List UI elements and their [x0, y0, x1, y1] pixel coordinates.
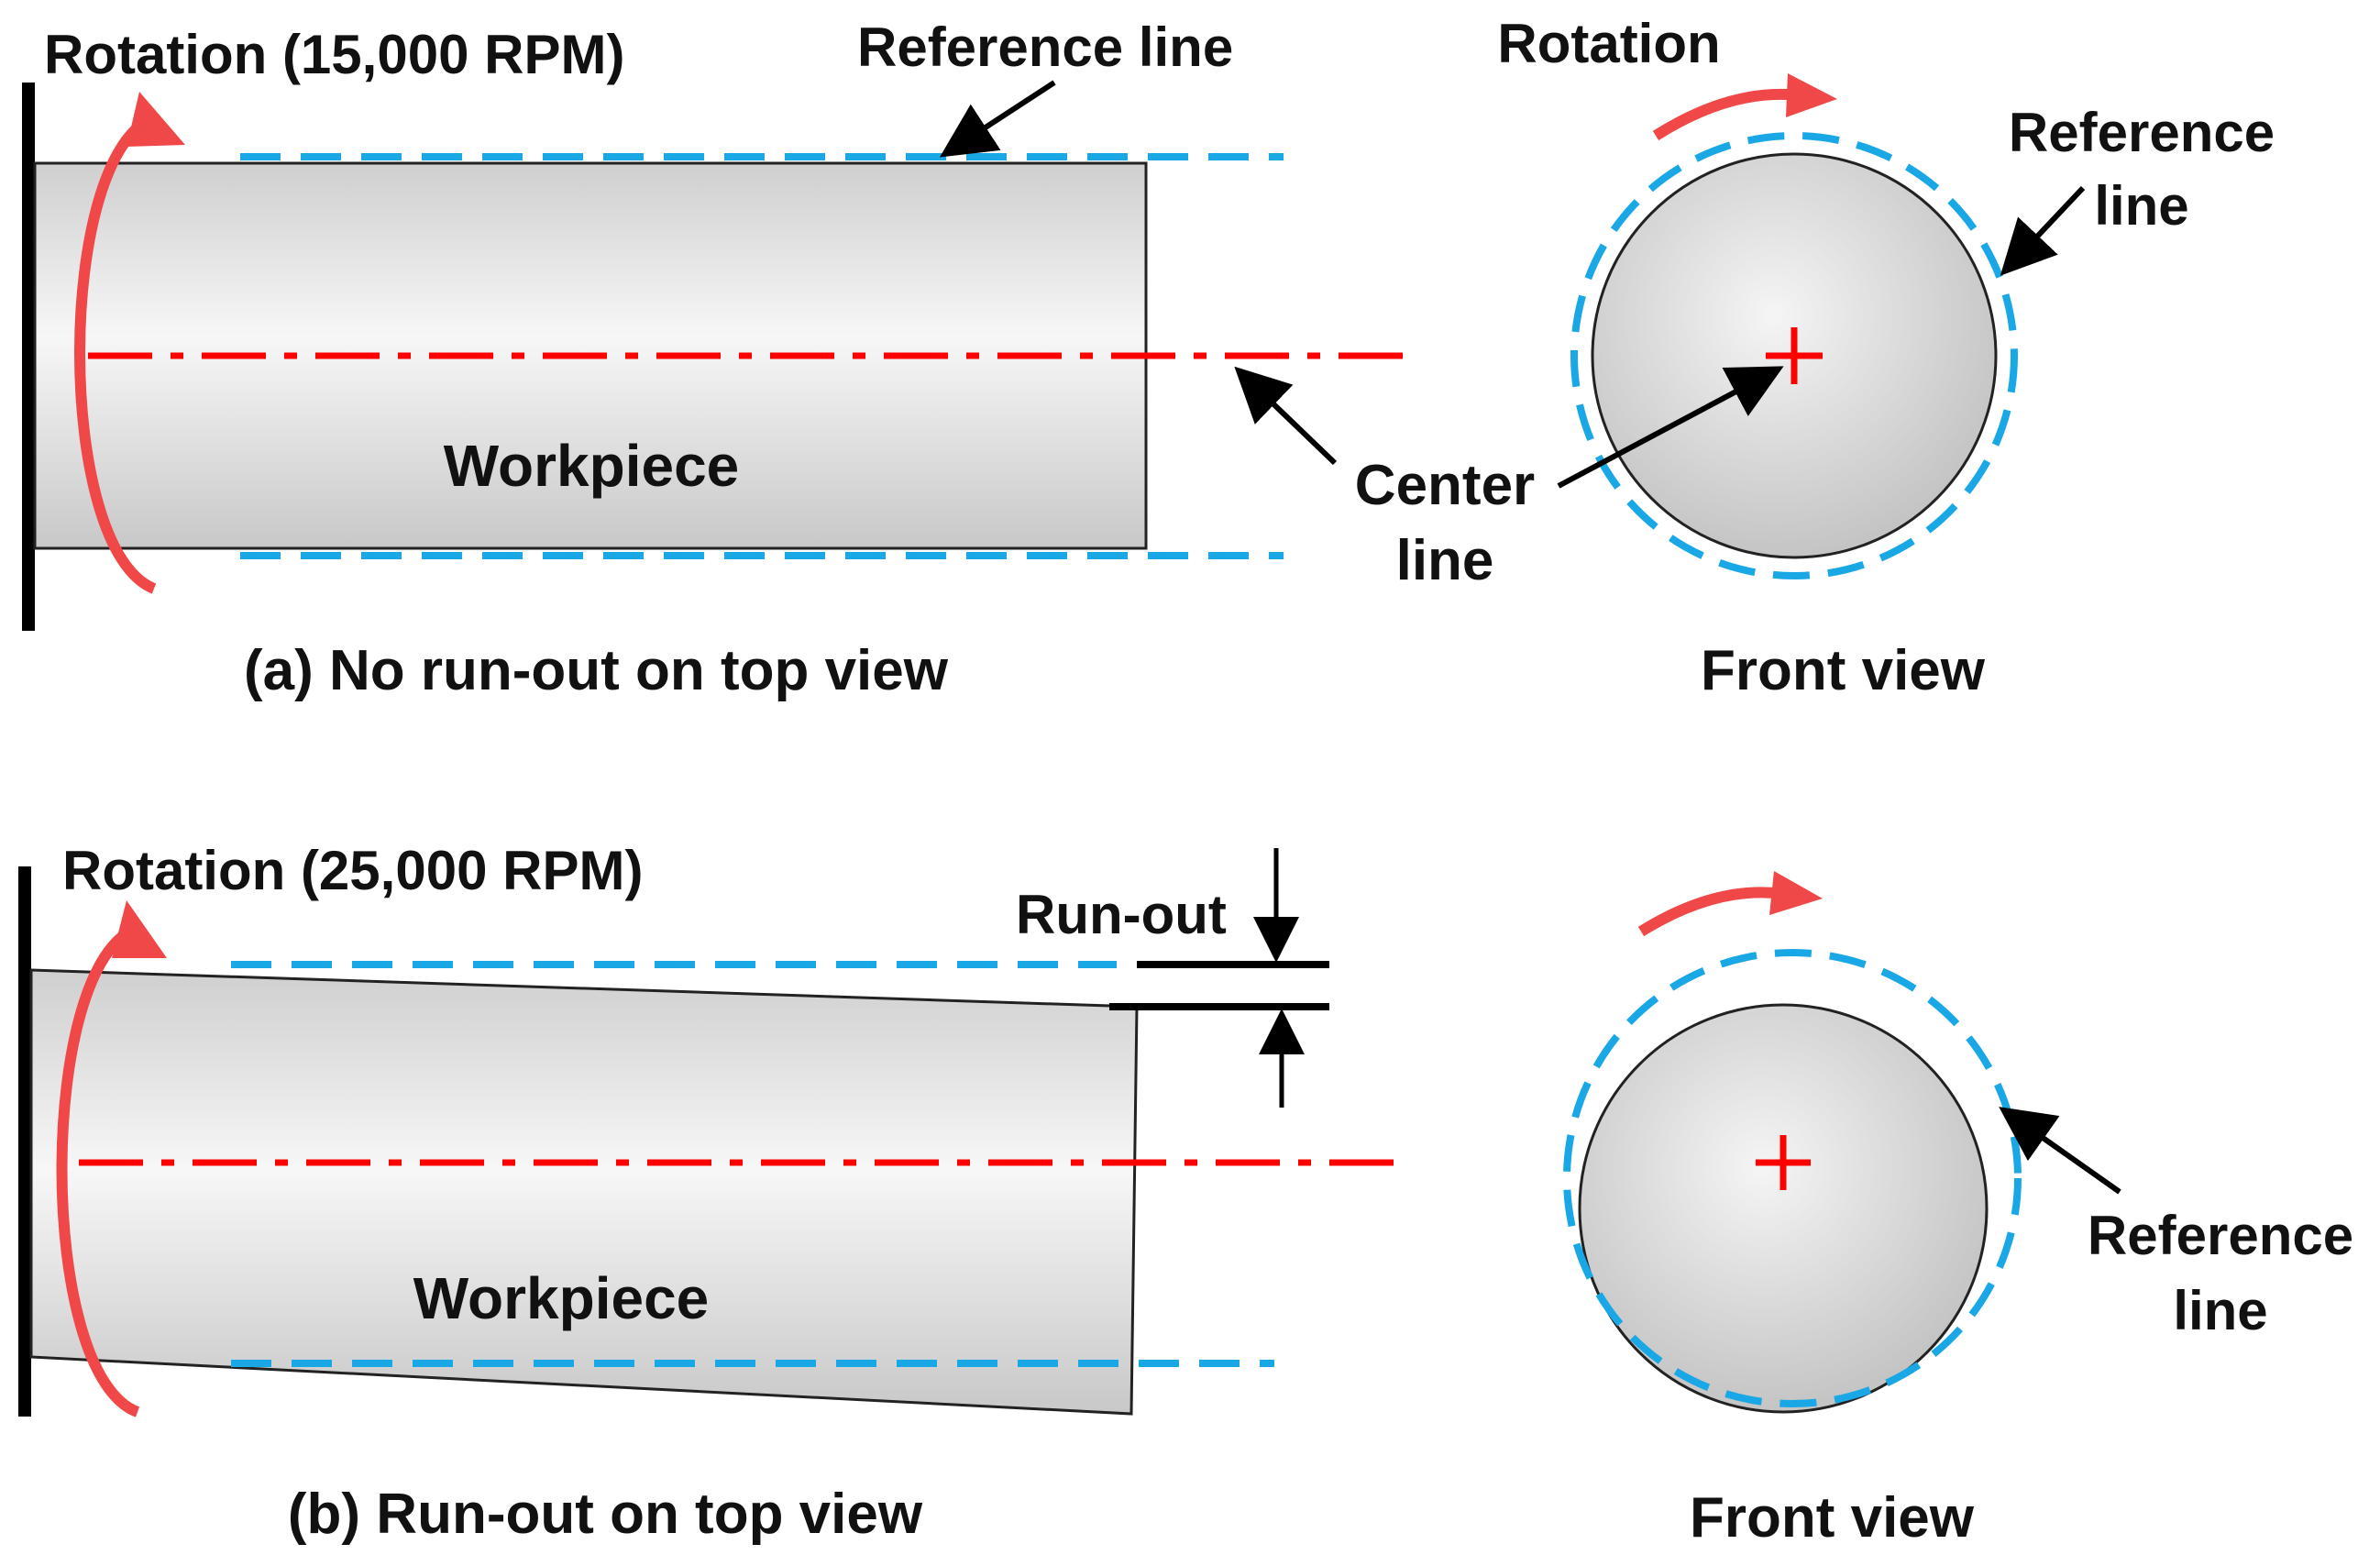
reference-label-front-a-line2: line — [2094, 175, 2188, 237]
spindle-wall-a — [22, 83, 35, 631]
workpiece-label-b: Workpiece — [413, 1265, 710, 1331]
spindle-wall-b — [18, 866, 31, 1417]
front-view-a: Rotation Reference line Front view — [1497, 13, 2275, 702]
caption-front-a: Front view — [1701, 639, 1986, 702]
reference-pointer-front-a — [2000, 185, 2086, 276]
reference-circle-b — [1563, 949, 2022, 1407]
caption-front-b: Front view — [1690, 1486, 1975, 1549]
reference-label-a: Reference line — [857, 17, 1233, 78]
reference-pointer-a — [939, 80, 1056, 158]
rotation-arrow-front-a-icon — [1652, 73, 1837, 141]
disc-b — [1578, 1003, 1989, 1414]
runout-label: Run-out — [1016, 884, 1227, 945]
reference-label-front-a-line1: Reference — [2009, 102, 2275, 163]
reference-label-front-b-line2: line — [2173, 1280, 2267, 1341]
rotation-label-front-a: Rotation — [1497, 13, 1720, 74]
runout-indicator — [1109, 848, 1329, 1108]
reference-label-front-b-line1: Reference — [2088, 1205, 2353, 1266]
center-pointer-front-a — [1557, 366, 1784, 489]
reference-pointer-front-b — [1999, 1107, 2121, 1195]
caption-a: (a) No run-out on top view — [244, 639, 949, 702]
rotation-label-b: Rotation (25,000 RPM) — [62, 840, 643, 901]
rotation-arrow-b-icon — [56, 900, 167, 1417]
center-cross-b — [1756, 1135, 1811, 1190]
front-view-b: Reference line Front view — [1563, 871, 2353, 1549]
center-label-line2: line — [1396, 529, 1494, 592]
reference-circle-a — [1570, 132, 2018, 579]
panel-b: Rotation (25,000 RPM) Run-out Workpiece … — [18, 840, 2353, 1549]
panel-a: Rotation (15,000 RPM) Reference line Wor… — [22, 13, 2275, 702]
center-label-line1: Center — [1355, 454, 1535, 517]
center-cross-a — [1766, 327, 1823, 384]
rotation-arrow-icon — [74, 92, 185, 594]
center-pointer-a — [1234, 366, 1338, 466]
workpiece-b — [29, 968, 1139, 1416]
rotation-arrow-front-b-icon — [1637, 871, 1823, 937]
rotation-label-a: Rotation (15,000 RPM) — [44, 24, 624, 85]
workpiece-label-a: Workpiece — [444, 433, 740, 499]
caption-b: (b) Run-out on top view — [288, 1483, 923, 1546]
